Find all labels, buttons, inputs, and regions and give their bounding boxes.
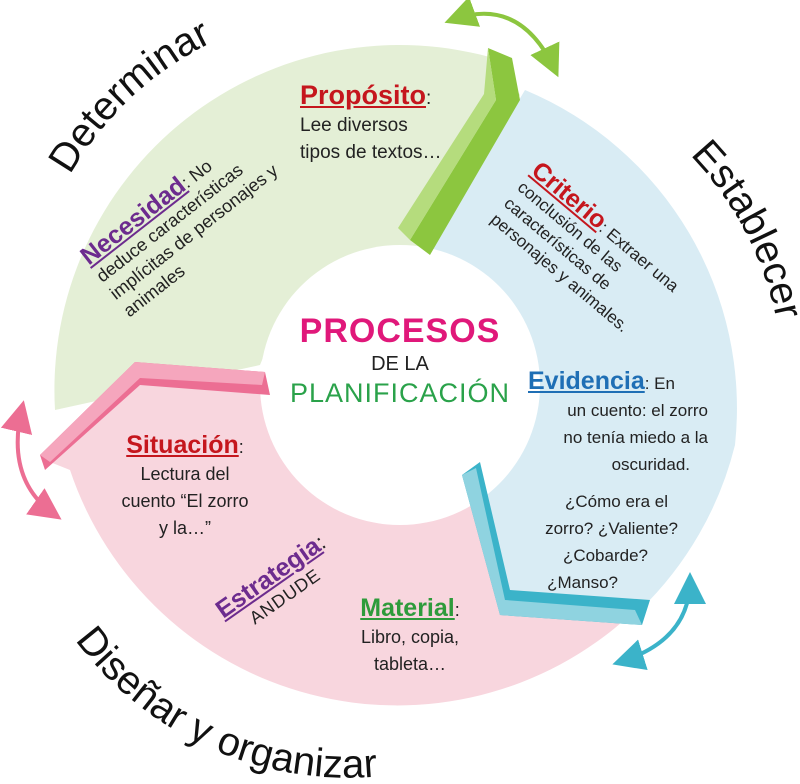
evidencia-question-4: ¿Manso? <box>547 573 618 592</box>
evidencia-line-1: : En <box>644 374 675 393</box>
center-title-line3: PLANIFICACIÓN <box>289 378 511 408</box>
proposito-line-1: Lee diversos <box>300 115 408 136</box>
proposito-colon: : <box>426 88 432 109</box>
situacion-term: Situación <box>126 431 239 459</box>
situacion-line-2: cuento “El zorro <box>121 491 249 511</box>
situacion-line-1: Lectura del <box>140 464 230 484</box>
double-arrow-icon-green <box>444 0 560 78</box>
sector-determinar <box>54 45 520 411</box>
situacion-block: Situación: Lectura del cuento “El zorro … <box>100 432 270 542</box>
material-term: Material <box>360 594 455 622</box>
sector-establecer <box>430 90 737 610</box>
evidencia-block: Evidencia: En un cuento: el zorro no ten… <box>528 368 708 596</box>
material-line-1: Libro, copia, <box>360 627 460 647</box>
material-block: Material: Libro, copia, tableta… <box>335 595 485 678</box>
evidencia-question-2: zorro? ¿Valiente? <box>545 519 678 538</box>
material-line-2: tableta… <box>373 654 447 674</box>
center-title-line2: DE LA <box>371 353 429 375</box>
evidencia-line-3: no tenía miedo a la <box>563 428 708 447</box>
proposito-line-2: tipos de textos… <box>300 142 442 163</box>
proposito-block: Propósito: Lee diversos tipos de textos… <box>300 82 442 166</box>
pink-chevron-shade <box>40 362 265 462</box>
double-arrow-icon-blue <box>612 572 706 671</box>
sector-disenar <box>45 370 630 706</box>
situacion-colon: : <box>238 437 244 457</box>
green-chevron <box>410 48 520 255</box>
center-hole <box>260 245 540 525</box>
pink-chevron <box>40 362 270 470</box>
evidencia-line-2: un cuento: el zorro <box>567 401 708 420</box>
center-title: PROCESOS DE LA PLANIFICACIÓN <box>270 312 530 409</box>
evidencia-term: Evidencia <box>528 367 645 395</box>
evidencia-question-1: ¿Cómo era el <box>565 492 668 511</box>
proposito-term: Propósito <box>300 80 426 110</box>
center-title-line1: PROCESOS <box>299 312 501 350</box>
situacion-line-3: y la…” <box>158 518 211 538</box>
evidencia-line-4: oscuridad. <box>611 455 690 474</box>
double-arrow-icon-pink <box>0 400 62 520</box>
green-chevron-shade <box>398 48 496 240</box>
evidencia-question-3: ¿Cobarde? <box>562 546 648 565</box>
material-colon: : <box>454 600 460 620</box>
